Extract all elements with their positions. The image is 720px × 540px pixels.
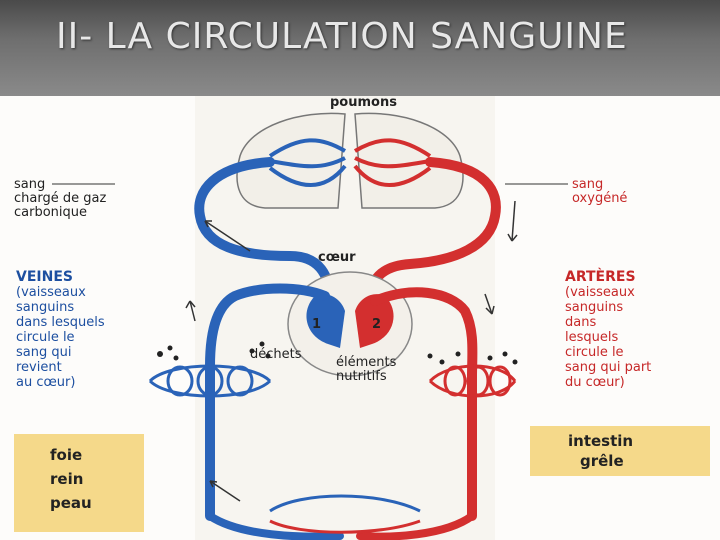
particles	[157, 341, 518, 365]
arteries-line-7: sang qui part	[565, 360, 651, 375]
heart-chamber-1: 1	[312, 317, 321, 332]
arteries-description: ARTÈRES (vaisseaux sanguins dans lesquel…	[565, 268, 651, 390]
organ-grele: grêle	[580, 452, 624, 470]
slide-title: II- LA CIRCULATION SANGUINE	[56, 16, 628, 57]
veins-line-8: au cœur)	[16, 375, 75, 390]
veins-line-4: dans lesquels	[16, 315, 105, 330]
arteries-line-4: dans	[565, 315, 596, 330]
arteries-line-6: circule le	[565, 345, 624, 360]
pulmonary-vessels	[194, 157, 501, 306]
arteries-title: ARTÈRES	[565, 268, 636, 285]
organ-intestin: intestin	[568, 432, 633, 450]
arteries-line-2: (vaisseaux	[565, 285, 635, 300]
title-bar: II- LA CIRCULATION SANGUINE	[0, 0, 720, 96]
lung-capillaries	[268, 138, 432, 187]
right-top-line-2: oxygéné	[572, 191, 627, 206]
right-top-line-1: sang	[572, 177, 603, 192]
heart-label: cœur	[318, 250, 356, 265]
systemic-vessels	[205, 283, 478, 540]
veins-line-7: revient	[16, 360, 62, 375]
circulation-diagram: poumons cœur 1 2	[0, 96, 720, 540]
nutrients-line-1: éléments	[336, 355, 397, 370]
arteries-line-3: sanguins	[565, 300, 623, 315]
veins-line-2: (vaisseaux	[16, 285, 86, 300]
nutrients-line-2: nutritifs	[336, 369, 387, 384]
lungs-label: poumons	[330, 96, 397, 110]
circulation-svg: poumons cœur 1 2	[0, 96, 720, 540]
veins-line-6: sang qui	[16, 345, 71, 360]
veins-line-5: circule le	[16, 330, 75, 345]
veins-description: VEINES (vaisseaux sanguins dans lesquels…	[16, 269, 105, 390]
left-top-line-2: chargé de gaz	[14, 191, 106, 206]
right-top-label: sang oxygéné	[505, 177, 627, 206]
organ-peau: peau	[50, 494, 92, 512]
veins-title: VEINES	[16, 269, 73, 285]
left-top-label: sang chargé de gaz carbonique	[14, 177, 115, 220]
organ-rein: rein	[50, 470, 83, 488]
organs-left-box: foie rein peau	[14, 434, 144, 532]
flow-arrows	[185, 200, 518, 502]
organs-right-box: intestin grêle	[530, 426, 710, 476]
organ-foie: foie	[50, 446, 82, 464]
capillary-beds	[148, 364, 517, 534]
left-top-line-3: carbonique	[14, 205, 87, 220]
arteries-line-8: du cœur)	[565, 375, 625, 390]
arteries-line-5: lesquels	[565, 330, 618, 345]
veins-line-3: sanguins	[16, 300, 74, 315]
heart-chamber-2: 2	[372, 317, 381, 332]
left-top-line-1: sang	[14, 177, 45, 192]
waste-label: déchets	[250, 347, 302, 362]
